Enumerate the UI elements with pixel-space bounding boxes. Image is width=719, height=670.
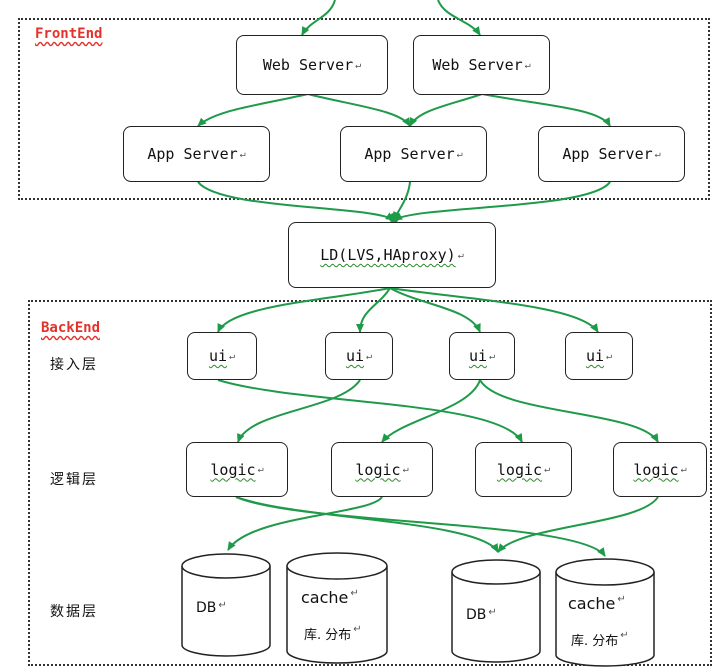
app-server-3: App Server↵ (538, 126, 685, 182)
arrow-ui1-logic3 (217, 379, 523, 443)
app-server-3-label: App Server (562, 145, 653, 163)
paragraph-mark: ↵ (456, 148, 463, 160)
paragraph-mark: ↵ (350, 588, 359, 599)
store-3-name: DB↵ (466, 607, 497, 623)
web-server-1: Web Server↵ (236, 35, 388, 95)
paragraph-mark: ↵ (524, 59, 531, 71)
arrow-web1-app2 (307, 93, 411, 127)
arrow-in-web-2 (437, 0, 481, 36)
paragraph-mark: ↵ (218, 600, 227, 611)
paragraph-mark: ↵ (457, 249, 464, 261)
arrow-web2-app3 (481, 93, 611, 127)
paragraph-mark: ↵ (617, 594, 626, 605)
load-balancer: LD(LVS,HAproxy)↵ (288, 222, 496, 288)
arrow-lb-ui3 (389, 287, 481, 333)
logic-node-3-label: logic (496, 460, 543, 479)
arrow-web2-app2 (409, 93, 483, 127)
paragraph-mark: ↵ (355, 59, 362, 71)
arrow-ui3-logic2 (381, 379, 481, 443)
paragraph-mark: ↵ (353, 624, 362, 635)
paragraph-mark: ↵ (229, 350, 236, 362)
ui-node-1-label: ui (208, 347, 228, 365)
db-cylinder-2 (451, 559, 541, 663)
paragraph-mark: ↵ (402, 464, 409, 475)
load-balancer-label: LD(LVS,HAproxy) (320, 246, 456, 264)
web-server-2: Web Server↵ (413, 35, 550, 95)
logic-node-4: logic↵ (613, 442, 707, 497)
db-cylinder-1 (181, 553, 271, 657)
data-layer-label: 数据层 (50, 604, 98, 620)
web-server-1-label: Web Server (262, 56, 354, 74)
ui-node-1: ui↵ (187, 332, 257, 380)
lb-junction (389, 213, 399, 223)
paragraph-mark: ↵ (654, 148, 661, 160)
logic-node-3: logic↵ (475, 442, 572, 497)
paragraph-mark: ↵ (239, 148, 246, 160)
paragraph-mark: ↵ (488, 607, 497, 618)
app-server-1-label: App Server (147, 145, 238, 163)
ui-node-4-label: ui (585, 347, 605, 365)
arrow-app1-lb (197, 181, 395, 221)
store-4-name: cache↵ (568, 594, 626, 613)
arrow-lb-ui4 (389, 287, 599, 333)
store-1-name: DB↵ (196, 600, 227, 616)
logic-node-4-label: logic (633, 460, 679, 479)
logic-node-2: logic↵ (331, 442, 433, 497)
logic-node-2-label: logic (355, 460, 401, 479)
paragraph-mark: ↵ (680, 464, 687, 475)
arrow-lb-ui2 (356, 287, 391, 333)
ui-node-3: ui↵ (449, 332, 515, 380)
paragraph-mark: ↵ (620, 630, 629, 641)
arrow-ui3-logic4 (479, 379, 659, 443)
store-2-name: cache↵ (301, 588, 359, 607)
store-2-subtitle: 库. 分布↵ (304, 624, 362, 643)
arrow-logic4-db2 (497, 496, 659, 553)
ui-node-2: ui↵ (325, 332, 393, 380)
arrow-logic2-db1 (227, 496, 383, 551)
app-server-2: App Server↵ (340, 126, 487, 182)
backend-label: BackEnd (41, 320, 101, 336)
paragraph-mark: ↵ (544, 464, 551, 475)
cache-cylinder-1 (286, 552, 388, 664)
store-4-subtitle: 库. 分布↵ (571, 630, 629, 649)
arrow-in-web-1 (301, 0, 336, 36)
arrow-web1-app1 (197, 93, 309, 127)
backend-section (28, 300, 712, 666)
ui-node-4: ui↵ (565, 332, 633, 380)
arrow-app3-lb (393, 181, 611, 221)
logic-node-1: logic↵ (186, 442, 288, 497)
access-layer-label: 接入层 (50, 357, 98, 373)
app-server-2-label: App Server (364, 145, 455, 163)
cache-cylinder-2 (555, 558, 655, 667)
arrow-lb-ui1 (217, 287, 391, 333)
arrow-logic1-cache2 (235, 496, 606, 557)
paragraph-mark: ↵ (606, 350, 613, 362)
logic-node-1-label: logic (210, 460, 256, 479)
ui-node-2-label: ui (345, 347, 365, 365)
paragraph-mark: ↵ (257, 464, 264, 475)
frontend-section (18, 18, 710, 200)
frontend-label: FrontEnd (35, 26, 103, 42)
paragraph-mark: ↵ (489, 350, 496, 362)
web-server-2-label: Web Server (432, 56, 523, 74)
paragraph-mark: ↵ (366, 350, 373, 362)
ui-node-3-label: ui (468, 347, 488, 365)
logic-layer-label: 逻辑层 (50, 472, 98, 488)
arrow-ui2-logic1 (237, 379, 361, 443)
app-server-1: App Server↵ (123, 126, 270, 182)
